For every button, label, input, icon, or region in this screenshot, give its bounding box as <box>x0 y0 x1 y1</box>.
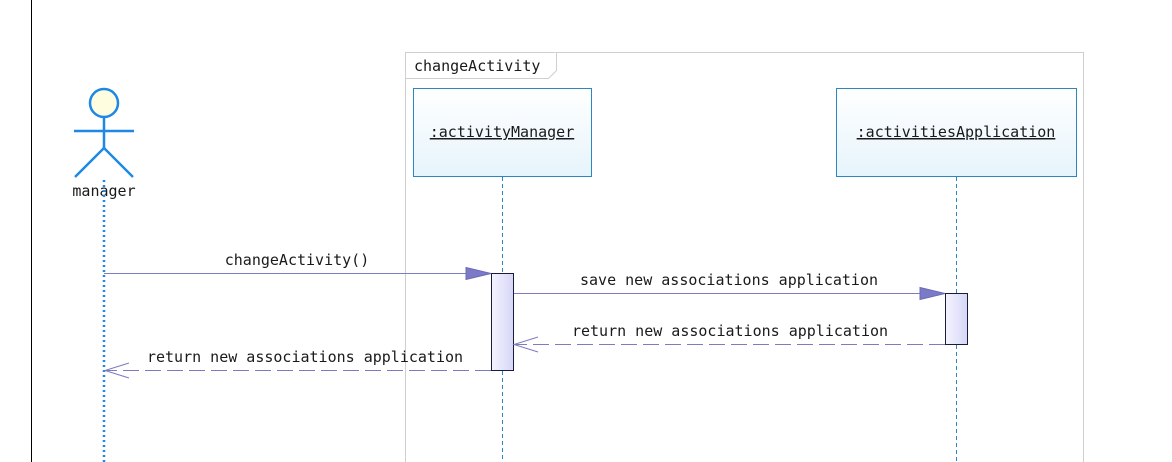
frame-label-tab <box>405 52 557 79</box>
actor-manager[interactable]: manager <box>72 87 136 462</box>
message-label: save new associations application <box>580 271 878 289</box>
lifeline-label: :activitiesApplication <box>857 123 1056 141</box>
lifeline-activity-manager[interactable]: :activityManager <box>413 88 592 462</box>
filled-arrowhead-icon <box>919 286 946 301</box>
message-label: return new associations application <box>147 348 463 366</box>
frame-label: changeActivity <box>414 57 540 75</box>
message-return-to-activity-manager[interactable]: return new associations application <box>512 322 945 353</box>
actor-icon <box>74 87 134 178</box>
activation-bar-activities-application[interactable] <box>945 293 968 345</box>
message-label: return new associations application <box>572 322 888 340</box>
message-save-associations[interactable]: save new associations application <box>514 271 946 301</box>
activation-bar-activity-manager[interactable] <box>491 273 514 371</box>
frame[interactable]: changeActivity <box>405 52 1084 462</box>
message-change-activity[interactable]: changeActivity() <box>104 251 492 281</box>
message-return-to-manager[interactable]: return new associations application <box>103 348 491 379</box>
lifeline-label: :activityManager <box>430 123 575 141</box>
open-arrowhead-icon <box>512 336 539 353</box>
message-label: changeActivity() <box>225 251 370 269</box>
filled-arrowhead-icon <box>465 266 492 281</box>
lifeline-activities-application[interactable]: :activitiesApplication <box>836 88 1077 462</box>
frame-border <box>405 52 1084 462</box>
lifeline-box <box>836 88 1077 177</box>
lifeline-box <box>413 88 592 177</box>
open-arrowhead-icon <box>103 362 130 379</box>
